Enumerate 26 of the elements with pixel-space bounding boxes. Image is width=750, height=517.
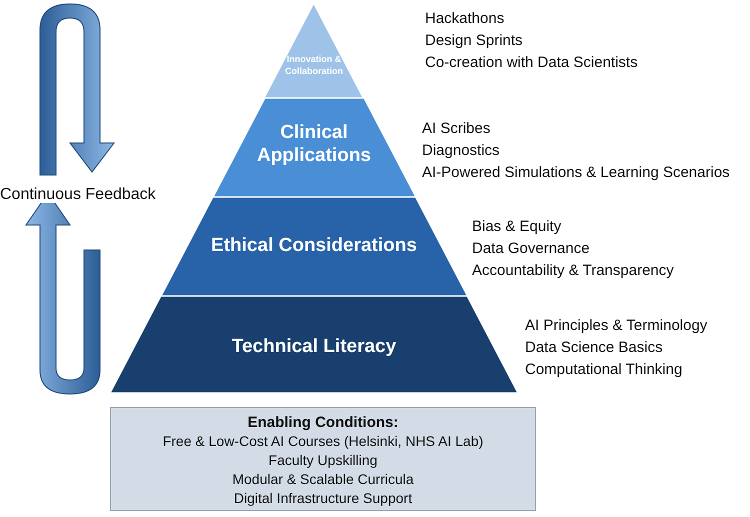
list-item: Accountability & Transparency <box>472 262 674 280</box>
list-item: Data Science Basics <box>525 339 663 357</box>
list-item: Hackathons <box>425 10 504 28</box>
list-item: Diagnostics <box>422 142 500 160</box>
list-item: AI Principles & Terminology <box>525 317 708 335</box>
tier-label: Clinical Applications <box>256 121 372 167</box>
list-item: Bias & Equity <box>472 218 562 236</box>
list-item: Computational Thinking <box>525 361 682 379</box>
box-text: Digital Infrastructure Support <box>232 489 414 508</box>
pyramid-tier <box>212 98 416 197</box>
box-text: Modular & Scalable Curricula <box>231 470 415 489</box>
box-heading: Enabling Conditions: <box>246 413 400 432</box>
list-item: AI-Powered Simulations & Learning Scenarios <box>422 164 730 182</box>
list-item: Co-creation with Data Scientists <box>425 54 638 72</box>
box-text: Free & Low-Cost AI Courses (Helsinki, NHS AI Lab) <box>162 432 484 451</box>
box-text: Faculty Upskilling <box>268 451 378 470</box>
tier-label: Ethical Considerations <box>210 235 418 257</box>
list-item: Design Sprints <box>425 32 523 50</box>
pyramid-tier <box>110 296 518 393</box>
list-item: Data Governance <box>472 240 590 258</box>
pyramid-tier <box>160 197 468 296</box>
tier-label: Innovation & Collaboration <box>284 53 344 77</box>
feedback-label: Continuous Feedback <box>0 186 156 203</box>
tier-label: Technical Literacy <box>230 336 398 358</box>
list-item: AI Scribes <box>422 120 490 138</box>
conditions-box <box>110 407 536 511</box>
